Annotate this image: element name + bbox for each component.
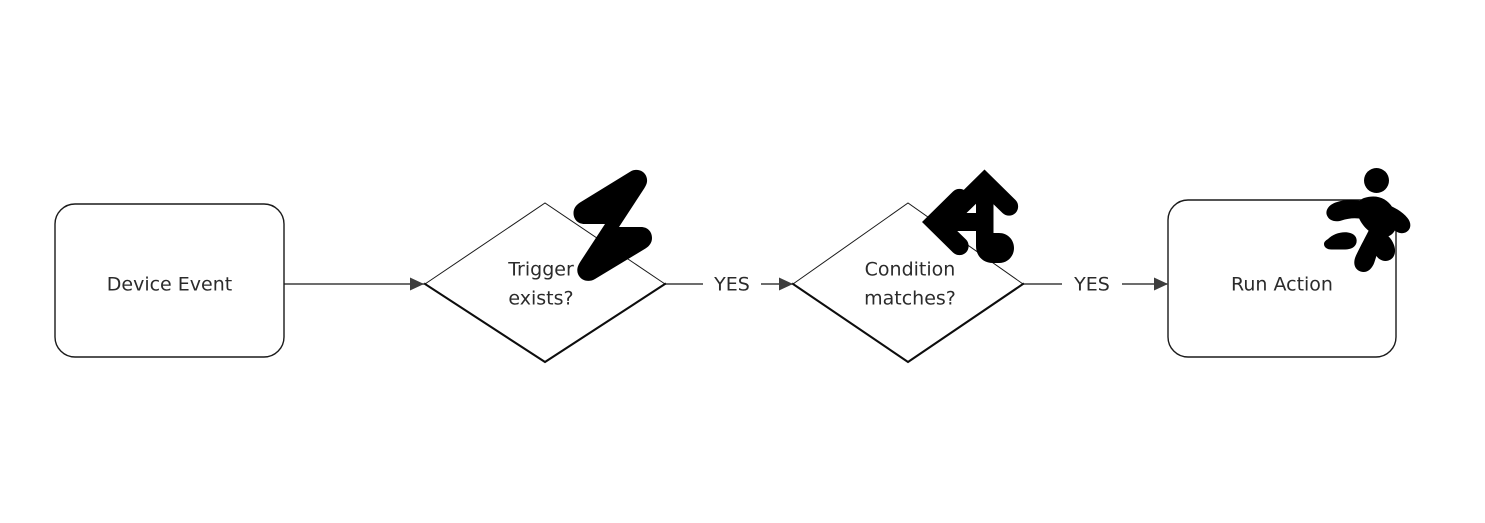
branch-arrows-icon xyxy=(922,169,1019,263)
edge-trigger-to-condition: YES xyxy=(665,274,793,296)
trigger-label-line2: exists? xyxy=(508,288,573,310)
device-event-label: Device Event xyxy=(107,274,232,296)
lightning-bolt-shape xyxy=(573,169,652,281)
runner-head xyxy=(1364,168,1389,193)
arrow-head-icon xyxy=(1154,277,1168,291)
arrow-head-icon xyxy=(779,277,793,291)
runner-foot-trailing xyxy=(1324,232,1357,250)
edge-label-yes-1: YES xyxy=(713,274,750,296)
branch-bar-horizontal xyxy=(942,213,988,231)
running-person-icon xyxy=(1324,168,1411,273)
node-condition-matches[interactable]: Condition matches? xyxy=(791,169,1025,364)
edge-condition-to-action: YES xyxy=(1023,274,1168,296)
edge-device-to-trigger xyxy=(284,277,424,291)
runner-arm-rear xyxy=(1326,199,1364,222)
node-device-event[interactable]: Device Event xyxy=(54,203,285,358)
branch-arrowhead-up xyxy=(950,169,1019,216)
run-action-label: Run Action xyxy=(1231,274,1333,296)
runner-arm-forward xyxy=(1381,206,1411,234)
node-trigger-exists[interactable]: Trigger exists? xyxy=(423,169,667,364)
branch-arrowhead-left xyxy=(922,188,969,256)
lightning-bolt-icon xyxy=(573,169,652,281)
trigger-label-line1: Trigger xyxy=(507,259,574,281)
edge-label-yes-2: YES xyxy=(1073,274,1110,296)
node-run-action[interactable]: Run Action xyxy=(1167,168,1411,358)
runner-leg-rear xyxy=(1354,228,1381,273)
branch-stem-vertical xyxy=(976,190,1014,263)
condition-label-line2: matches? xyxy=(864,288,956,310)
device-event-box[interactable] xyxy=(54,203,285,358)
condition-label-line1: Condition xyxy=(865,259,956,281)
trigger-diamond-bottom-edges xyxy=(423,282,667,364)
condition-diamond-bottom-edges xyxy=(791,282,1025,364)
runner-torso xyxy=(1357,196,1397,238)
arrow-head-icon xyxy=(410,277,424,291)
